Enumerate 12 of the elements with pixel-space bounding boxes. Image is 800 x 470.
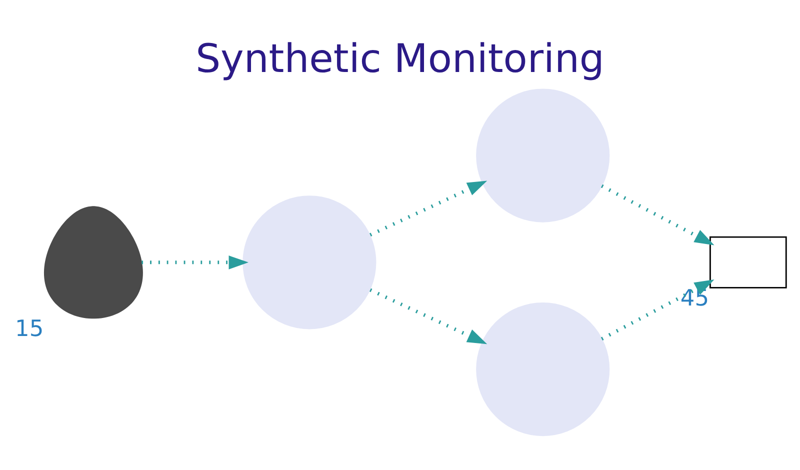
- diagram-title: Synthetic Monitoring: [196, 36, 604, 82]
- arrow: [370, 288, 488, 344]
- node-box: [710, 236, 787, 288]
- node-circle: [476, 88, 610, 222]
- node-label: 15: [15, 316, 44, 342]
- node-person: [44, 206, 143, 319]
- arrow: [600, 280, 714, 340]
- arrow: [600, 184, 714, 246]
- node-circle: [242, 196, 376, 330]
- arrow: [370, 180, 488, 236]
- arrow: [142, 256, 248, 270]
- node-circle: [476, 302, 610, 436]
